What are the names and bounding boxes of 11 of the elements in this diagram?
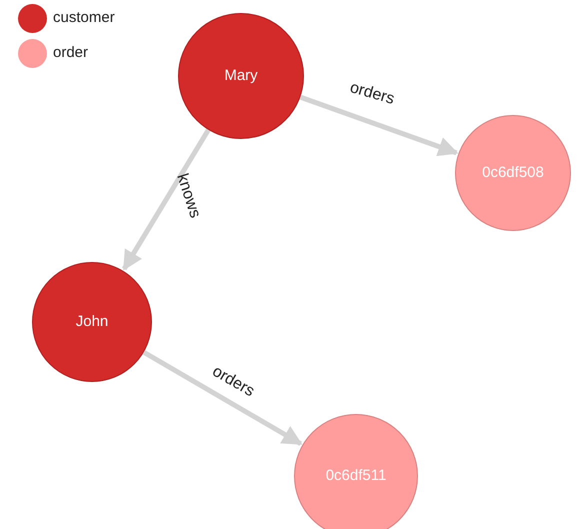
edge-label: knows [172, 170, 205, 222]
node-label: Mary [224, 66, 258, 86]
node-label: 0c6df511 [326, 466, 386, 486]
arrow [300, 94, 458, 156]
node-label: John [76, 312, 108, 332]
legend-label: customer [53, 8, 115, 28]
edge-label: orders [347, 78, 398, 110]
arrow [122, 128, 210, 271]
arrow [142, 350, 302, 446]
node-label: 0c6df508 [482, 162, 544, 183]
legend-label: order [53, 43, 88, 64]
